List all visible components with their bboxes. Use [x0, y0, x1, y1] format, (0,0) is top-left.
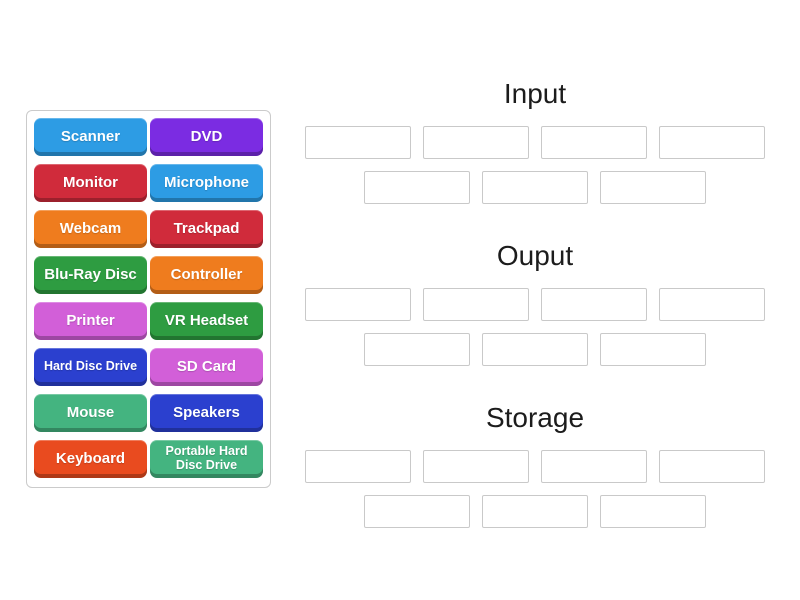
tile-scanner[interactable]: Scanner	[34, 118, 147, 156]
ouput-slot-row-1	[290, 288, 780, 321]
tile-webcam[interactable]: Webcam	[34, 210, 147, 248]
tile-portable-hard-disc-drive[interactable]: Portable Hard Disc Drive	[150, 440, 263, 478]
drop-slot[interactable]	[364, 333, 470, 366]
group-ouput: Ouput	[290, 238, 780, 394]
drop-slot[interactable]	[482, 495, 588, 528]
drop-slot[interactable]	[541, 288, 647, 321]
group-input: Input	[290, 76, 780, 232]
group-title-storage: Storage	[485, 402, 585, 433]
drop-slot[interactable]	[600, 333, 706, 366]
storage-slot-row-1	[290, 450, 780, 483]
drop-slot[interactable]	[423, 126, 529, 159]
drop-slot[interactable]	[482, 171, 588, 204]
group-title-input: Input	[503, 78, 567, 109]
drop-slot[interactable]	[305, 288, 411, 321]
drop-slot[interactable]	[659, 450, 765, 483]
tile-controller[interactable]: Controller	[150, 256, 263, 294]
drop-slot[interactable]	[423, 450, 529, 483]
drop-slot[interactable]	[423, 288, 529, 321]
tile-mouse[interactable]: Mouse	[34, 394, 147, 432]
drop-slot[interactable]	[305, 450, 411, 483]
tile-hard-disc-drive[interactable]: Hard Disc Drive	[34, 348, 147, 386]
drop-slot[interactable]	[541, 450, 647, 483]
drop-slot[interactable]	[364, 495, 470, 528]
drop-slot[interactable]	[600, 171, 706, 204]
drop-slot[interactable]	[600, 495, 706, 528]
input-slot-row-1	[290, 126, 780, 159]
tile-trackpad[interactable]: Trackpad	[150, 210, 263, 248]
tile-dvd[interactable]: DVD	[150, 118, 263, 156]
tile-blu-ray-disc[interactable]: Blu-Ray Disc	[34, 256, 147, 294]
tile-sd-card[interactable]: SD Card	[150, 348, 263, 386]
drop-slot[interactable]	[541, 126, 647, 159]
tile-tray: Scanner DVD Monitor Microphone Webcam Tr…	[26, 110, 271, 488]
tile-keyboard[interactable]: Keyboard	[34, 440, 147, 478]
drop-slot[interactable]	[305, 126, 411, 159]
storage-slot-row-2	[290, 495, 780, 528]
tile-monitor[interactable]: Monitor	[34, 164, 147, 202]
group-storage: Storage	[290, 400, 780, 556]
drop-slot[interactable]	[659, 126, 765, 159]
group-title-ouput: Ouput	[496, 240, 574, 271]
tile-speakers[interactable]: Speakers	[150, 394, 263, 432]
drop-slot[interactable]	[364, 171, 470, 204]
input-slot-row-2	[290, 171, 780, 204]
tile-printer[interactable]: Printer	[34, 302, 147, 340]
ouput-slot-row-2	[290, 333, 780, 366]
drop-slot[interactable]	[482, 333, 588, 366]
tile-vr-headset[interactable]: VR Headset	[150, 302, 263, 340]
tile-microphone[interactable]: Microphone	[150, 164, 263, 202]
groups-column: Input Ouput Storage	[290, 70, 780, 556]
drop-slot[interactable]	[659, 288, 765, 321]
